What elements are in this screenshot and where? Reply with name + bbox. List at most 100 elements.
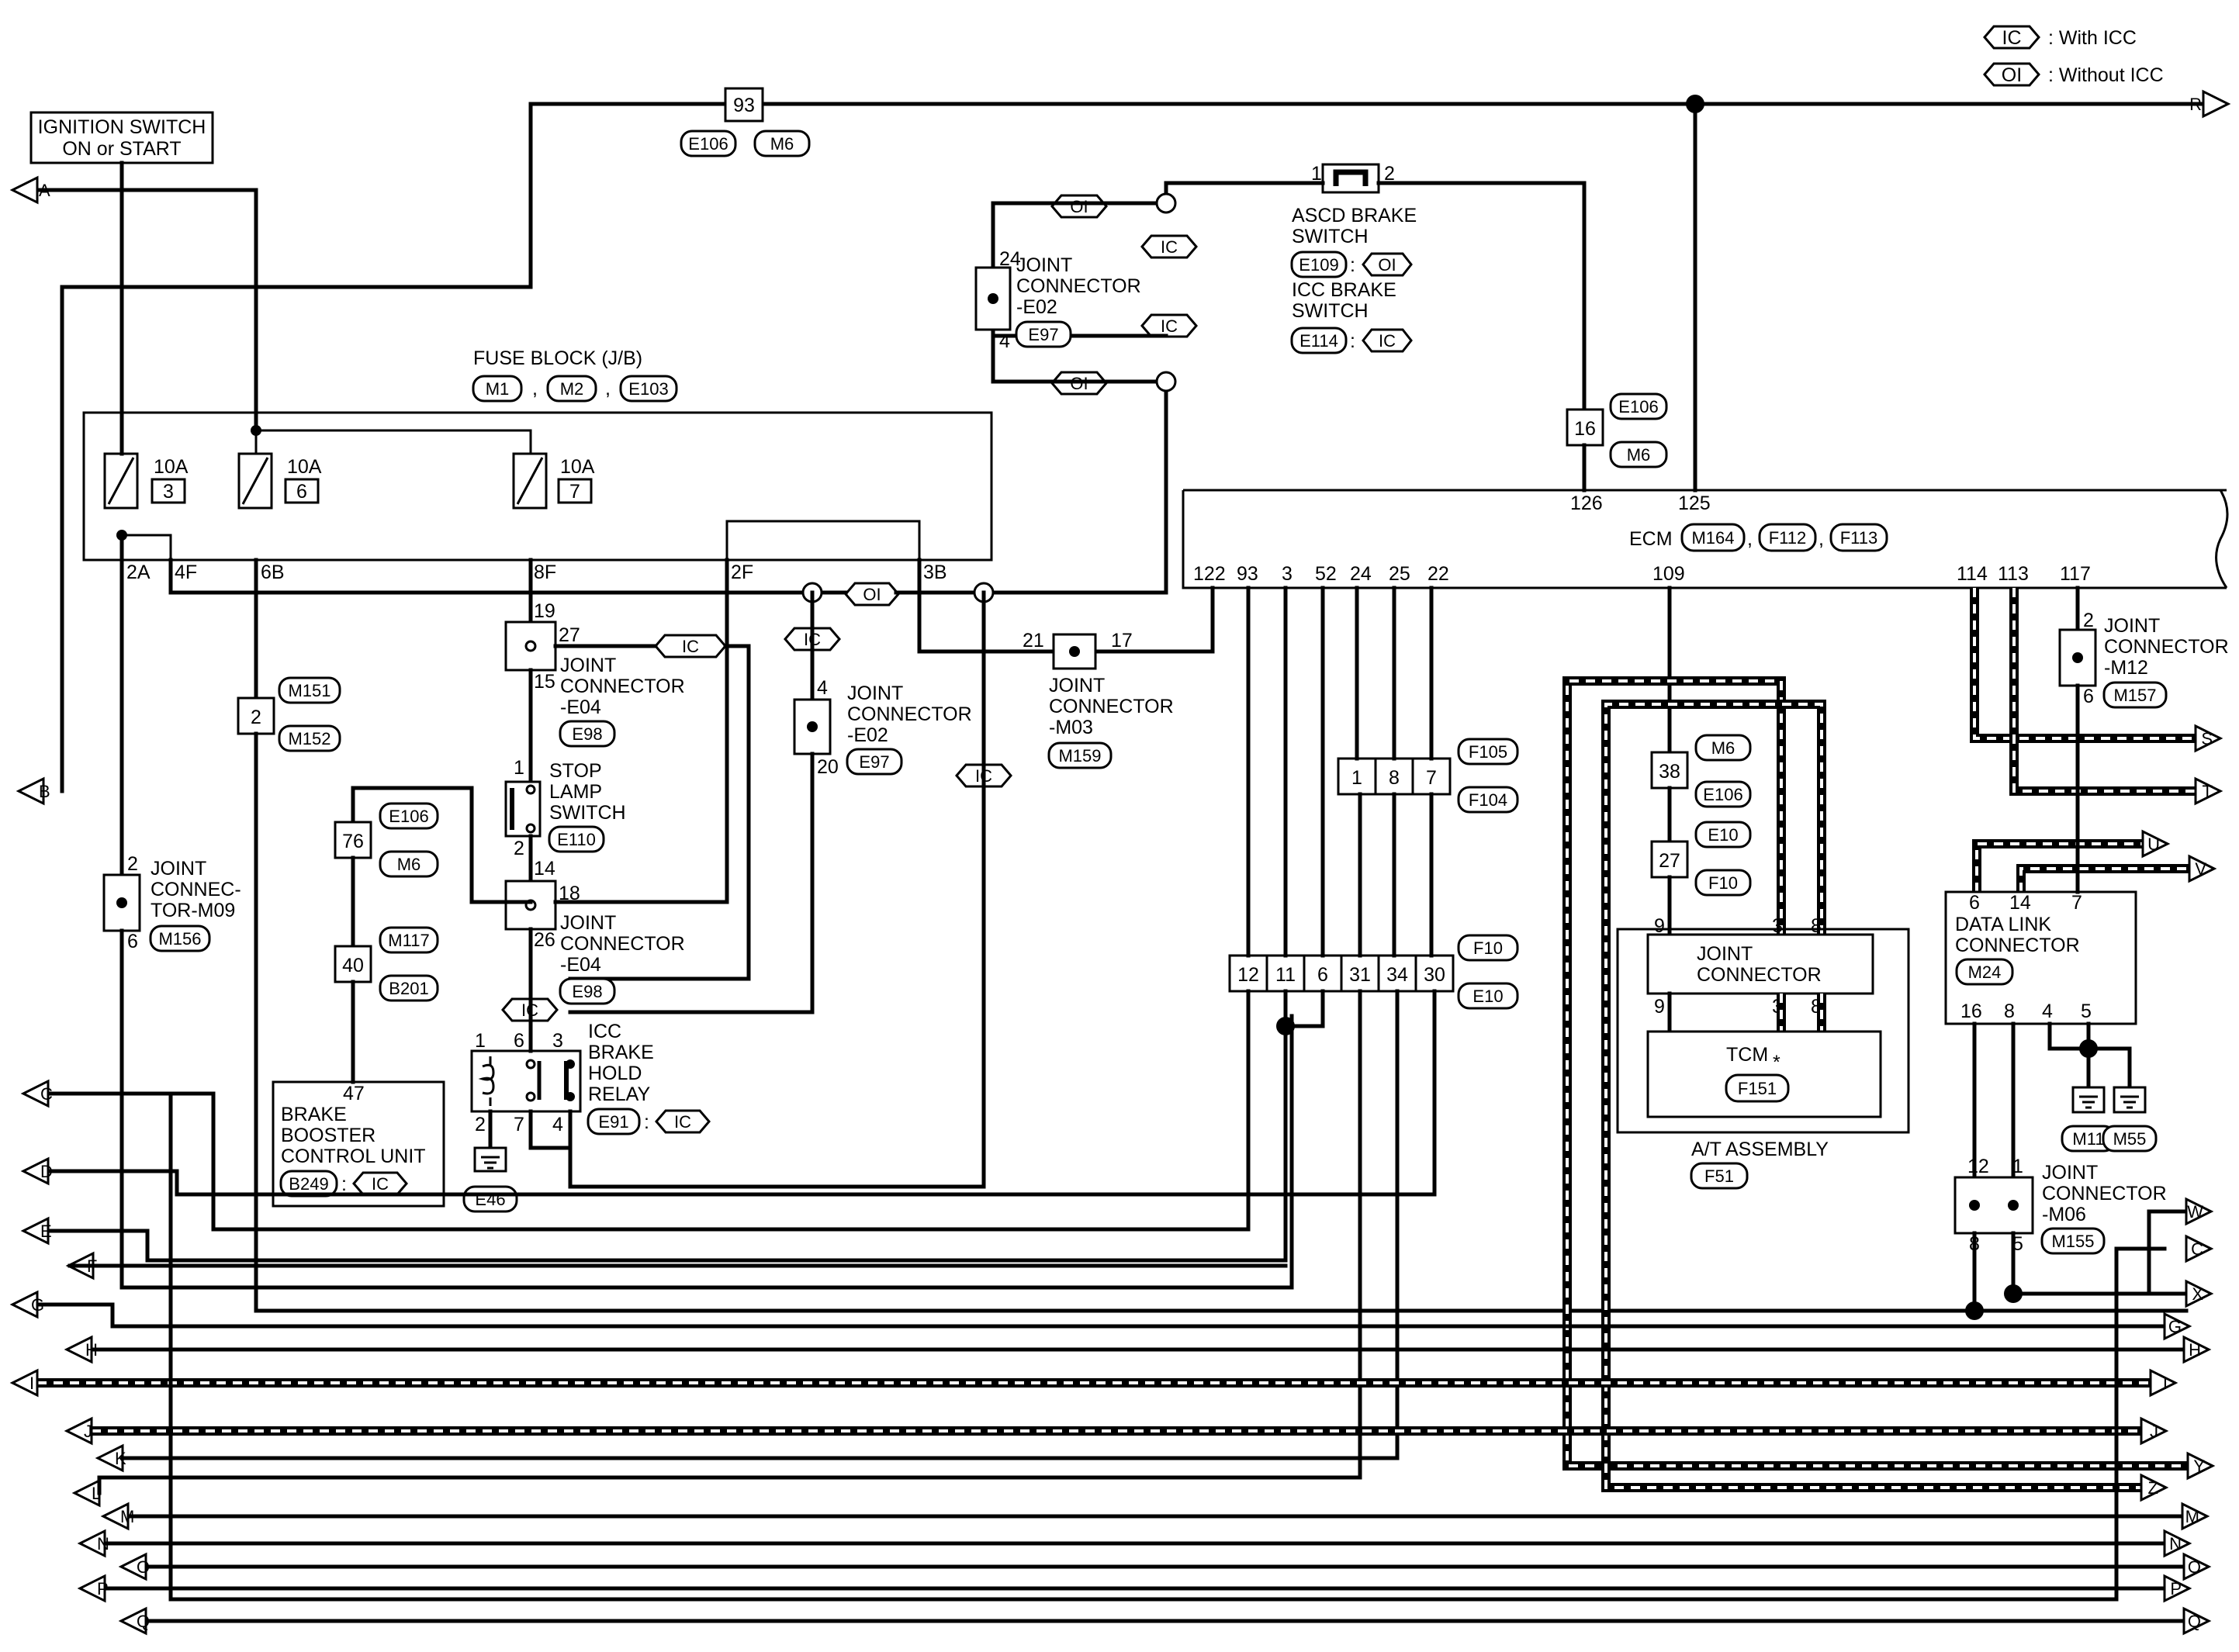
fuse-pin-8f: 8F bbox=[534, 562, 556, 583]
fuse-pin-2a: 2A bbox=[126, 562, 151, 583]
connector-f10-pin-30: 30 bbox=[1424, 964, 1445, 986]
jc-m12-pin-b: 6 bbox=[2083, 686, 2094, 707]
shielded-wires bbox=[37, 588, 2196, 1492]
relay-line1: ICC bbox=[588, 1021, 621, 1042]
data-link-connector: 6 14 7 DATA LINK CONNECTOR M24 16 8 4 5 … bbox=[1944, 890, 2158, 1180]
arrow-right-r-shape bbox=[2202, 89, 2231, 119]
ascd-line3: ICC BRAKE bbox=[1292, 279, 1396, 301]
connector-f10-pin-31: 31 bbox=[1349, 964, 1371, 986]
shield-s-inner bbox=[1973, 588, 2196, 740]
wire-ascd-to-16 bbox=[1376, 181, 1587, 412]
arrow-right-u: U bbox=[2147, 835, 2160, 854]
arrow-right-c-shape bbox=[2185, 1234, 2214, 1263]
ecm: 126 125 ECM M164 , F112 , F113 122 93 3 … bbox=[1182, 489, 2229, 589]
jc-m12-line1: JOINT bbox=[2104, 615, 2160, 637]
tag-ic-lower-shape bbox=[1140, 313, 1198, 338]
connector-40-b201-oval bbox=[379, 974, 439, 1002]
fuse-pin-3b: 3B bbox=[923, 562, 947, 583]
wire-e04b-to-2f bbox=[553, 558, 729, 904]
at-assembly-box bbox=[1616, 928, 1910, 1134]
wire-left-misc bbox=[67, 1263, 1288, 1495]
jc-e02-mid-pin-b: 20 bbox=[817, 756, 839, 778]
arrow-left-n: N bbox=[97, 1534, 109, 1554]
connector-2-m152-oval bbox=[278, 724, 341, 752]
connector-f105: 1 8 7 F105 F104 bbox=[1337, 738, 1519, 814]
connector-38-m6-oval bbox=[1694, 734, 1752, 762]
relay-node-4 bbox=[566, 1092, 575, 1101]
ground-e46-icon bbox=[481, 1156, 500, 1170]
connector-27-f10: F10 bbox=[1708, 873, 1738, 893]
ascd-conn-e109-oval bbox=[1290, 251, 1348, 278]
connector-16-m6: M6 bbox=[1627, 445, 1651, 465]
connector-f10-oval bbox=[1457, 934, 1519, 962]
fuse-conn-m1: M1 bbox=[486, 379, 510, 399]
stop-lamp-conn: E110 bbox=[557, 830, 596, 849]
ascd-switch-contact bbox=[1333, 169, 1369, 186]
ground-m55-icon bbox=[2120, 1095, 2139, 1109]
connector-f105-oval bbox=[1457, 738, 1519, 766]
connector-40-b201: B201 bbox=[389, 979, 428, 998]
fuse-pin-2f: 2F bbox=[731, 562, 753, 583]
legend-oi-text: : Without ICC bbox=[2048, 64, 2164, 86]
ground-m11-icon bbox=[2079, 1095, 2098, 1109]
arrow-left-c: C bbox=[40, 1084, 53, 1104]
connector-16-e106: E106 bbox=[1618, 397, 1658, 416]
ascd-tag-ic: IC bbox=[1379, 331, 1396, 351]
jc-m03-line2: CONNECTOR bbox=[1049, 696, 1174, 717]
connector-m6-oval bbox=[753, 130, 811, 157]
jc-m09-line1: JOINT bbox=[151, 858, 206, 880]
fuse-6-rating: 10A bbox=[287, 456, 322, 478]
wire-4f-bus bbox=[168, 558, 815, 595]
connector-40-m117: M117 bbox=[388, 931, 429, 950]
joint-connector-e04-a: 19 27 15 JOINT CONNECTOR -E04 E98 IC bbox=[504, 558, 751, 981]
connector-e106-oval bbox=[680, 130, 737, 157]
wire-a-fuse6 bbox=[35, 188, 258, 433]
arrow-left-a: A bbox=[39, 181, 50, 200]
wire-oi-bypass bbox=[991, 334, 1168, 384]
jc-e04-b-line1: JOINT bbox=[560, 912, 616, 934]
connector-38-pin: 38 bbox=[1659, 761, 1680, 783]
arrow-left-p-shape bbox=[77, 1574, 106, 1603]
jc-e04-b-pin-a: 14 bbox=[534, 858, 555, 880]
connector-76-e106-oval bbox=[379, 802, 439, 830]
jc-m06-line2: CONNECTOR bbox=[2042, 1183, 2167, 1204]
jc-m12-conn: M157 bbox=[2113, 686, 2156, 705]
at-jc-box bbox=[1646, 933, 1874, 995]
arrow-right-o: O bbox=[2188, 1557, 2201, 1577]
shield-jc-tcm-inner bbox=[1780, 994, 1823, 1032]
jc-e02-mid-pin-a: 4 bbox=[817, 677, 828, 699]
ground-m55-oval bbox=[2102, 1125, 2158, 1153]
relay-node-3 bbox=[566, 1059, 575, 1069]
ascd-colon-1: : bbox=[1350, 254, 1355, 276]
jc-m12-pin-a: 2 bbox=[2083, 610, 2094, 631]
connector-27-f10-oval bbox=[1694, 869, 1752, 897]
ascd-tag-ic-shape bbox=[1362, 328, 1413, 353]
arrow-left-c-shape bbox=[20, 1079, 50, 1108]
jc-m06-pin-a: 12 bbox=[1967, 1156, 1989, 1177]
splice-ic-bottom bbox=[1155, 371, 1177, 392]
arrow-right-y: Y bbox=[2193, 1457, 2205, 1476]
dlc-pin-16: 16 bbox=[1960, 1001, 1982, 1022]
jc-m03-dot bbox=[1069, 646, 1080, 657]
jc-m09-conn: M156 bbox=[158, 929, 201, 949]
jc-m03-pin-b: 17 bbox=[1111, 630, 1133, 651]
wire-ecm3-to-e bbox=[29, 586, 1288, 1263]
arrow-left-g-shape bbox=[9, 1290, 39, 1319]
arrow-left-g: G bbox=[31, 1295, 44, 1315]
arrow-left-q: Q bbox=[137, 1612, 150, 1631]
jc-e04-b-pin-c: 26 bbox=[534, 929, 555, 951]
arrow-right-n: N bbox=[2169, 1534, 2182, 1554]
fuse-comma-1: , bbox=[532, 378, 538, 399]
arrow-right-m-shape bbox=[2181, 1502, 2210, 1531]
arrow-left-j-shape bbox=[64, 1416, 93, 1446]
tcm-conn: F151 bbox=[1738, 1079, 1777, 1098]
tag-ic-3b-shape bbox=[955, 763, 1012, 788]
wire-w bbox=[2011, 1209, 2189, 1296]
arrow-right-t-shape bbox=[2194, 776, 2223, 806]
connector-93-box bbox=[724, 87, 764, 123]
connector-38-box bbox=[1650, 751, 1689, 790]
joint-connector-e02-mid: 4 20 JOINT CONNECTOR -E02 E97 IC bbox=[568, 590, 972, 1014]
jc-m06-dot-1 bbox=[1969, 1200, 1980, 1211]
jc-e04-a-line1: JOINT bbox=[560, 655, 616, 676]
arrow-right-i-shape bbox=[2149, 1368, 2178, 1398]
